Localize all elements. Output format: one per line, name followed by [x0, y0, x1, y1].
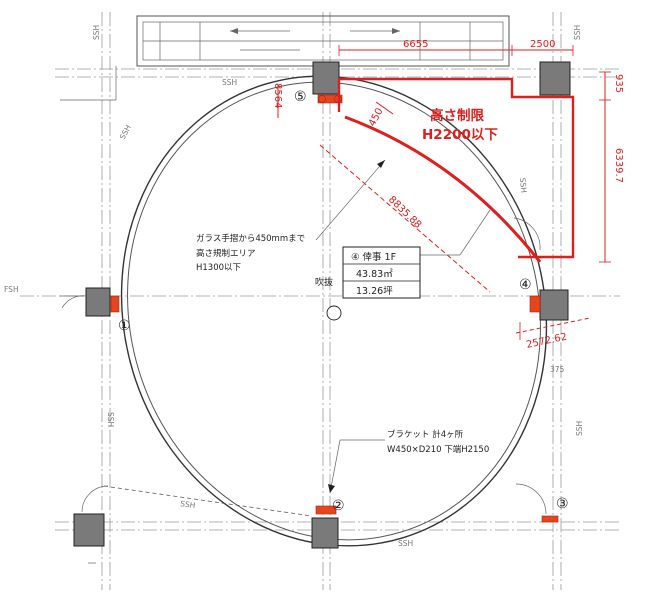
- bracket-note: ブラケット 計4ヶ所 W450×D210 下端H2150: [387, 429, 489, 455]
- label-375: 375: [550, 365, 565, 374]
- leader-lines: [315, 159, 491, 494]
- void-label: 吹抜: [315, 276, 333, 288]
- markers: ① ② ③ ④ ⑤: [118, 89, 569, 514]
- glass-railing-note: ガラス手摺から450mmまで 高さ規制エリア H1300以下: [196, 233, 305, 273]
- room-area-sqm: 43.83㎡: [356, 269, 393, 280]
- marker-5: ⑤: [294, 89, 307, 105]
- dim-935: 935: [613, 74, 624, 93]
- height-limit-title: 高さ制限: [430, 107, 484, 124]
- fsh-label: FSH: [4, 285, 19, 294]
- svg-text:ブラケット 計4ヶ所: ブラケット 計4ヶ所: [387, 429, 464, 440]
- svg-text:ガラス手摺から450mmまで: ガラス手摺から450mmまで: [196, 233, 305, 244]
- dim-8835: 8835.88: [386, 194, 423, 231]
- marker-2: ②: [332, 498, 345, 514]
- height-limit-value: H2200以下: [422, 127, 498, 143]
- ssh-label-right-lower: SSH: [575, 421, 584, 436]
- ssh-label-top-left: SSH: [92, 25, 101, 40]
- grid-labels: SSH SSH SSH SSH SSH FSH 375 SSH SSH SSH …: [4, 25, 584, 548]
- marker-3: ③: [556, 496, 569, 512]
- dim-450: 450: [367, 106, 386, 128]
- marker-1: ①: [118, 318, 131, 334]
- ssh-label-bottom-diag: SSH: [180, 499, 196, 510]
- dim-6655: 6655: [403, 39, 428, 50]
- stair-structure: [60, 15, 510, 101]
- svg-text:W450×D210 下端H2150: W450×D210 下端H2150: [387, 444, 489, 455]
- misc-lines: [60, 217, 547, 564]
- ssh-label-right-diag: SSH: [518, 177, 528, 193]
- ssh-label-top-right: SSH: [573, 25, 582, 40]
- ssh-label-bottom: SSH: [398, 539, 413, 548]
- void-railing: [120, 75, 548, 547]
- column-5: [312, 61, 340, 95]
- dim-6339: 6339.7: [613, 148, 624, 183]
- svg-text:高さ規制エリア: 高さ規制エリア: [196, 248, 256, 259]
- column-4: [539, 289, 569, 321]
- room-name: ④ 倖事 1F: [351, 251, 396, 263]
- ssh-label-left-diag: SSH: [118, 123, 133, 141]
- ssh-label-upper: SSH: [222, 78, 237, 87]
- column-bottom-left: [73, 513, 105, 547]
- room-area-tsubo: 13.26坪: [356, 285, 393, 297]
- columns: [73, 61, 571, 549]
- svg-text:H1300以下: H1300以下: [196, 263, 242, 273]
- room-area-table: ④ 倖事 1F 43.83㎡ 13.26坪: [342, 246, 421, 299]
- column-right-top: [539, 61, 571, 96]
- red-arc-edge: [344, 115, 542, 263]
- dim-2500: 2500: [530, 39, 555, 50]
- marker-4: ④: [519, 277, 532, 293]
- ssh-label-left-vert: SSH: [106, 412, 115, 427]
- column-1: [85, 287, 111, 317]
- dim-8564: 8564: [272, 83, 283, 108]
- center-mark: [326, 305, 342, 321]
- height-limit-zone: [277, 45, 611, 340]
- column-2: [311, 517, 339, 549]
